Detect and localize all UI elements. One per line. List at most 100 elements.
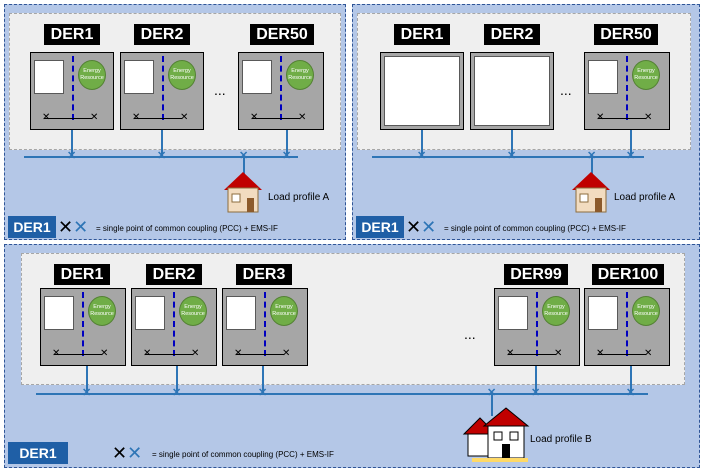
energy-resource-icon: Energy Resource xyxy=(168,60,196,90)
energy-resource-icon: Energy Resource xyxy=(632,296,660,326)
pcc-cross-icon: ✕ xyxy=(52,348,61,359)
bus-tap xyxy=(630,130,632,157)
unit-internal-line xyxy=(44,118,92,119)
pcc-cross-icon: ✕✕ xyxy=(112,443,143,463)
der-label: DER100 xyxy=(592,264,664,285)
solar-panel-icon xyxy=(135,296,165,330)
unit-internal-line xyxy=(508,354,556,355)
energy-resource-icon: Energy Resource xyxy=(88,296,116,326)
load-label: Load profile A xyxy=(614,192,676,203)
dashed-divider xyxy=(626,56,628,120)
pcc-cross-icon: ✕ xyxy=(82,387,92,399)
pcc-cross-icon: ✕ xyxy=(644,348,653,359)
pcc-cross-icon: ✕ xyxy=(596,112,605,123)
der-label: DER50 xyxy=(250,24,314,45)
unit-internal-line xyxy=(598,118,646,119)
bus-line xyxy=(36,393,648,395)
solar-panel-icon xyxy=(226,296,256,330)
der-label: DER50 xyxy=(594,24,658,45)
legend-der-box: DER1 xyxy=(8,216,56,238)
dashed-divider xyxy=(82,292,84,356)
energy-resource-icon: Energy Resource xyxy=(179,296,207,326)
pcc-cross-icon: ✕✕ xyxy=(406,217,437,237)
house-icon xyxy=(462,407,530,462)
bus-tap xyxy=(176,366,178,394)
der-label: DER2 xyxy=(146,264,202,285)
pcc-cross-icon: ✕ xyxy=(282,348,291,359)
legend-text: = single point of common coupling (PCC) … xyxy=(444,224,626,233)
der-label: DER2 xyxy=(484,24,540,45)
der-label: DER1 xyxy=(394,24,450,45)
pcc-cross-icon: ✕ xyxy=(626,150,636,162)
der-label: DER99 xyxy=(504,264,568,285)
pcc-cross-icon: ✕ xyxy=(626,387,636,399)
bus-tap xyxy=(262,366,264,394)
pcc-cross-icon: ✕ xyxy=(587,150,597,162)
energy-resource-icon: Energy Resource xyxy=(78,60,106,90)
solar-panel-icon xyxy=(384,56,460,126)
pcc-cross-icon: ✕ xyxy=(258,387,268,399)
solar-panel-icon xyxy=(124,60,154,94)
solar-panel-icon xyxy=(34,60,64,94)
bus-tap xyxy=(591,157,593,187)
ellipsis: ... xyxy=(214,82,226,98)
pcc-cross-icon: ✕ xyxy=(417,150,427,162)
legend-der-box: DER1 xyxy=(8,442,68,464)
solar-panel-icon xyxy=(44,296,74,330)
pcc-cross-icon: ✕ xyxy=(191,348,200,359)
solar-panel-icon xyxy=(242,60,272,94)
bus-line xyxy=(372,156,644,158)
bus-tap xyxy=(86,366,88,394)
pcc-cross-icon: ✕ xyxy=(487,387,497,399)
house-icon xyxy=(224,172,262,213)
unit-internal-line xyxy=(252,118,300,119)
unit-internal-line xyxy=(134,118,182,119)
der-label: DER2 xyxy=(134,24,190,45)
energy-resource-icon: Energy Resource xyxy=(542,296,570,326)
der-label: DER1 xyxy=(44,24,100,45)
bus-tap xyxy=(421,130,423,157)
der-label: DER3 xyxy=(236,264,292,285)
pcc-cross-icon: ✕ xyxy=(67,150,77,162)
house-icon xyxy=(572,172,610,213)
pcc-cross-icon: ✕ xyxy=(596,348,605,359)
pcc-cross-icon: ✕ xyxy=(157,150,167,162)
energy-resource-icon: Energy Resource xyxy=(286,60,314,90)
pcc-cross-icon: ✕ xyxy=(132,112,141,123)
bus-tap xyxy=(535,366,537,394)
bus-tap xyxy=(511,130,513,157)
pcc-cross-icon: ✕✕ xyxy=(58,217,89,237)
der-label: DER1 xyxy=(54,264,110,285)
bus-tap xyxy=(71,130,73,157)
load-label: Load profile B xyxy=(530,434,592,445)
legend-der-box: DER1 xyxy=(356,216,404,238)
pcc-cross-icon: ✕ xyxy=(234,348,243,359)
pcc-cross-icon: ✕ xyxy=(143,348,152,359)
pcc-cross-icon: ✕ xyxy=(507,150,517,162)
bus-tap xyxy=(243,157,245,187)
unit-internal-line xyxy=(236,354,284,355)
pcc-cross-icon: ✕ xyxy=(180,112,189,123)
bus-tap xyxy=(491,394,493,416)
pcc-cross-icon: ✕ xyxy=(506,348,515,359)
pcc-cross-icon: ✕ xyxy=(554,348,563,359)
solar-panel-icon xyxy=(588,60,618,94)
bus-tap xyxy=(161,130,163,157)
pcc-cross-icon: ✕ xyxy=(644,112,653,123)
dashed-divider xyxy=(626,292,628,356)
pcc-cross-icon: ✕ xyxy=(239,150,249,162)
pcc-cross-icon: ✕ xyxy=(100,348,109,359)
solar-panel-icon xyxy=(588,296,618,330)
legend-text: = single point of common coupling (PCC) … xyxy=(152,450,334,459)
pcc-cross-icon: ✕ xyxy=(172,387,182,399)
dashed-divider xyxy=(173,292,175,356)
ellipsis: ... xyxy=(464,326,476,342)
pcc-cross-icon: ✕ xyxy=(42,112,51,123)
solar-panel-icon xyxy=(498,296,528,330)
pcc-cross-icon: ✕ xyxy=(298,112,307,123)
energy-resource-icon: Energy Resource xyxy=(270,296,298,326)
pcc-cross-icon: ✕ xyxy=(531,387,541,399)
unit-internal-line xyxy=(145,354,193,355)
dashed-divider xyxy=(536,292,538,356)
dashed-divider xyxy=(162,56,164,120)
